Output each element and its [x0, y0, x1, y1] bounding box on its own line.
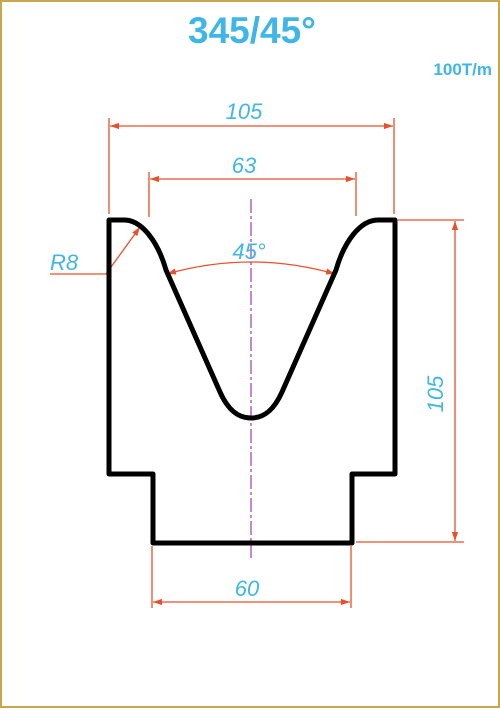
dim-text-base-width: 60: [235, 576, 260, 601]
dim-text-angle: 45°: [232, 239, 265, 264]
dim-text-height: 105: [423, 375, 448, 412]
radius-leader: [50, 226, 141, 275]
die-profile: [106, 217, 398, 546]
dim-text-opening-width: 63: [232, 153, 257, 178]
dim-text-radius: R8: [50, 250, 79, 275]
capacity-label: 100T/m: [433, 60, 492, 79]
dim-text-top-width: 105: [226, 99, 263, 124]
die-title: 345/45°: [188, 10, 316, 51]
